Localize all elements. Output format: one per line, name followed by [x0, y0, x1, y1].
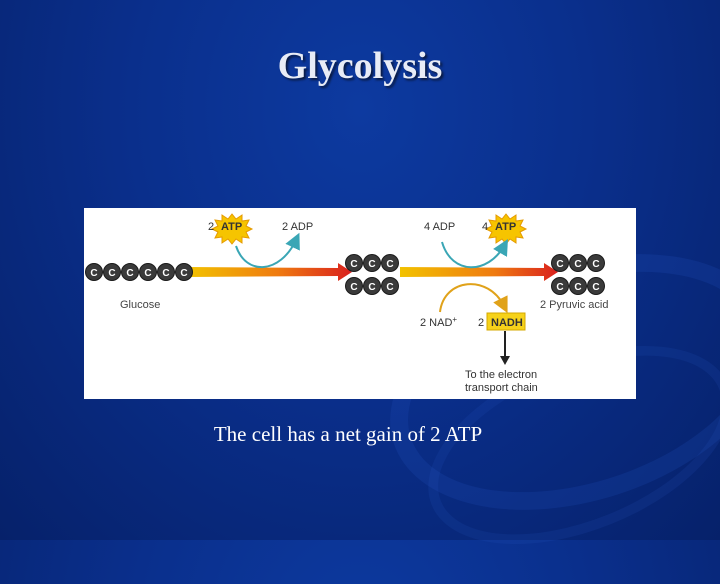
- glucose-carbon-atom-label: C: [180, 268, 187, 279]
- glucose-carbon-atom-label: C: [144, 268, 151, 279]
- adp-to-atp-curve: [441, 239, 508, 269]
- electron-transport-line2: transport chain: [465, 382, 538, 394]
- intermediate-carbon-atom-label: C: [386, 259, 393, 270]
- intermediate-carbon-atom: [363, 277, 381, 295]
- electron-transport-line1: To the electron: [465, 369, 537, 381]
- nadh-count: 2: [478, 317, 484, 329]
- pyruvate-carbon-atom-label: C: [574, 259, 581, 270]
- glucose-carbon-atom-label: C: [90, 268, 97, 279]
- glucose-carbon-atom: [157, 263, 175, 281]
- intermediate-carbon-atom: [363, 254, 381, 272]
- nad-in-label: 2 NAD+: [420, 315, 457, 329]
- adp-out-label: 2 ADP: [282, 221, 313, 233]
- atp-to-adp-curve: [235, 232, 300, 269]
- glucose-carbon-atom: [139, 263, 157, 281]
- glucose-carbon-atom-label: C: [126, 268, 133, 279]
- glucose-label: Glucose: [120, 299, 160, 311]
- intermediate-carbon-atom: [345, 254, 363, 272]
- glucose-carbon-atom: [103, 263, 121, 281]
- intermediate-carbon-atom-label: C: [350, 259, 357, 270]
- intermediate-carbon-atom-label: C: [368, 259, 375, 270]
- atp-in-label: ATP: [221, 221, 242, 233]
- glucose-carbon-atom-label: C: [162, 268, 169, 279]
- pyruvate-carbon-atom-label: C: [592, 259, 599, 270]
- glucose-carbon-atom: [175, 263, 193, 281]
- pyruvate-carbon-atom-label: C: [556, 259, 563, 270]
- pyruvate-carbon-atom-label: C: [592, 282, 599, 293]
- slide-caption: The cell has a net gain of 2 ATP: [213, 422, 483, 446]
- pyruvate-carbon-atom: [587, 277, 605, 295]
- adp-in-label: 4 ADP: [424, 221, 455, 233]
- intermediate-carbon-atom: [345, 277, 363, 295]
- nadh-box: [486, 312, 526, 331]
- pyruvate-carbon-atom-label: C: [556, 282, 563, 293]
- pyruvate-carbon-atom: [551, 254, 569, 272]
- intermediate-carbon-atom-label: C: [350, 282, 357, 293]
- arrow-intermediate-to-pyruvate: [400, 263, 558, 281]
- glucose-carbon-atom: [85, 263, 103, 281]
- atp-out-label: ATP: [495, 221, 516, 233]
- atp-investment-starburst: [210, 213, 254, 245]
- slide-title: Glycolysis: [277, 45, 443, 87]
- pyruvate-carbon-atom-label: C: [574, 282, 581, 293]
- pyruvate-carbon-atom: [551, 277, 569, 295]
- intermediate-carbon-atom: [381, 277, 399, 295]
- atp-in-count: 2: [208, 221, 214, 233]
- pyruvate-carbon-atom: [587, 254, 605, 272]
- nadh-label: NADH: [491, 317, 523, 329]
- pyruvate-carbon-atom: [569, 277, 587, 295]
- pyruvic-acid-label: 2 Pyruvic acid: [540, 299, 608, 311]
- arrow-glucose-to-intermediate: [188, 263, 352, 281]
- glucose-carbon-atom-label: C: [108, 268, 115, 279]
- intermediate-carbon-atom-label: C: [368, 282, 375, 293]
- intermediate-carbon-atom-label: C: [386, 282, 393, 293]
- intermediate-carbon-atom: [381, 254, 399, 272]
- glucose-carbon-atom: [121, 263, 139, 281]
- atp-out-count: 4: [482, 221, 488, 233]
- pyruvate-carbon-atom: [569, 254, 587, 272]
- nad-to-nadh-curve: [439, 283, 508, 314]
- electron-arrowhead: [500, 356, 510, 365]
